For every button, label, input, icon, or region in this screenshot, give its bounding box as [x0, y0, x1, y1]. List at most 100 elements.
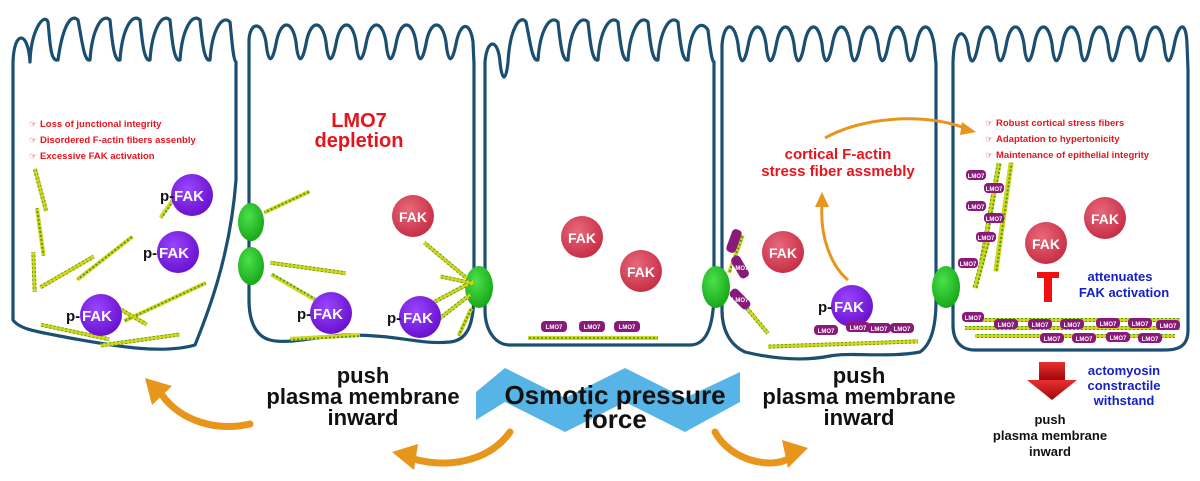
- push-mid-line-3: inward: [824, 405, 895, 430]
- svg-text:LMO7: LMO7: [871, 327, 888, 333]
- lmo7-protein: LMO7: [1040, 333, 1064, 343]
- svg-text:LMO7: LMO7: [1032, 323, 1049, 329]
- svg-text:LMO7: LMO7: [1110, 336, 1127, 342]
- actomyosin-line-3: withstand: [1093, 393, 1155, 408]
- fak-circle: [1084, 197, 1126, 239]
- pfak-prefix: p-: [143, 245, 157, 262]
- svg-text:LMO7: LMO7: [818, 329, 835, 335]
- svg-text:LMO7: LMO7: [1076, 337, 1093, 343]
- lmo7-protein: LMO7: [541, 321, 567, 332]
- cell-2-fak: FAK: [392, 195, 434, 237]
- fak-label: FAK: [399, 209, 427, 225]
- lmo7-protein: LMO7: [966, 201, 986, 211]
- svg-text:LMO7: LMO7: [965, 316, 982, 322]
- fak-label: FAK: [568, 230, 596, 246]
- curved-up-arrow: [820, 204, 849, 282]
- push-mid-line-1: push: [833, 363, 886, 388]
- mid-right-curved-arrow: [711, 428, 794, 467]
- lmo7-protein: LMO7: [729, 288, 751, 310]
- svg-text:LMO7: LMO7: [968, 174, 985, 180]
- svg-text:LMO7: LMO7: [986, 187, 1003, 193]
- curved-up-arrow-head: [815, 192, 829, 207]
- lmo7-protein: LMO7: [1156, 320, 1180, 330]
- mid-right-curved-arrow-head: [782, 440, 808, 468]
- fak-circle: [620, 250, 662, 292]
- pfak-circle: [171, 174, 213, 216]
- actomyosin-line-2: constractile: [1088, 378, 1161, 393]
- cell-1-pfak-1: p- FAK: [160, 174, 213, 216]
- cell-3-cortical-actin: [528, 336, 658, 340]
- lmo7-protein: LMO7: [1028, 319, 1052, 329]
- push-right-line-1: push: [1034, 412, 1065, 427]
- cell-5-outline: [951, 25, 1190, 352]
- fak-circle: [1025, 222, 1067, 264]
- cell-5-fak-2: FAK: [1025, 222, 1067, 264]
- lmo7-protein: LMO7: [579, 321, 605, 332]
- cell-1-outline: [11, 16, 238, 351]
- pfak-circle: [831, 285, 873, 327]
- svg-text:LMO7: LMO7: [978, 236, 995, 242]
- svg-text:LMO7: LMO7: [998, 323, 1015, 329]
- cell-1-notes: Loss of junctional integrity Disordered …: [29, 119, 196, 162]
- cell-4-title-line-1: cortical F-actin: [785, 146, 892, 163]
- hand-pointer-icon: ☞: [985, 118, 993, 128]
- svg-text:LMO7: LMO7: [619, 325, 636, 331]
- push-mid-line-2: plasma membrane: [762, 384, 955, 409]
- svg-text:LMO7: LMO7: [1142, 337, 1159, 343]
- lmo7-protein: LMO7: [994, 319, 1018, 329]
- hand-pointer-icon: ☞: [985, 150, 993, 160]
- hand-pointer-icon: ☞: [29, 151, 37, 161]
- cell-5-lmo7-group: LMO7 LMO7 LMO7 LMO7 LMO7 LMO7 LMO7 LMO7 …: [958, 170, 1180, 343]
- svg-text:LMO7: LMO7: [960, 262, 977, 268]
- junction-left-bottom: [238, 247, 264, 285]
- lmo7-protein: LMO7: [846, 322, 870, 332]
- cell-3-junction-right: [702, 266, 730, 308]
- inhibition-icon: [1037, 272, 1059, 302]
- attenuates-line-2: FAK activation: [1079, 285, 1169, 300]
- lmo7-protein: LMO7: [1128, 318, 1152, 328]
- svg-text:LMO7: LMO7: [1160, 324, 1177, 330]
- pfak-prefix: p-: [387, 310, 401, 327]
- pfak-label: FAK: [403, 310, 433, 327]
- cell-4-pfak: p- FAK: [818, 285, 873, 327]
- lmo7-protein: LMO7: [814, 325, 838, 335]
- fak-label: FAK: [627, 264, 655, 280]
- cell-5-note-3: Maintenance of epithelial integrity: [996, 150, 1150, 161]
- cell-1-note-3: Excessive FAK activation: [40, 151, 155, 162]
- fak-label: FAK: [769, 245, 797, 261]
- pfak-prefix: p-: [818, 299, 832, 316]
- cell-4-lmo7-group: LMO7 LMO7 LMO7 LMO7 LMO7 LMO7: [726, 229, 914, 335]
- lmo7-protein: LMO7: [1106, 332, 1130, 342]
- top-curved-arrow: [824, 117, 966, 140]
- hand-pointer-icon: ☞: [29, 119, 37, 129]
- pfak-label: FAK: [174, 188, 204, 205]
- cell-4-outline: [720, 25, 938, 361]
- cell-2-title-line-2: depletion: [315, 130, 404, 152]
- svg-text:LMO7: LMO7: [1100, 322, 1117, 328]
- fak-circle: [392, 195, 434, 237]
- cell-2-pfak-1: p- FAK: [297, 292, 352, 334]
- push-left-line-3: inward: [328, 405, 399, 430]
- lmo7-protein: [726, 229, 742, 253]
- lmo7-protein: LMO7: [966, 170, 986, 180]
- cell-3-fak-2: FAK: [620, 250, 662, 292]
- cell-2-outline: [247, 23, 476, 345]
- left-curved-arrow: [158, 391, 254, 430]
- cell-1-pfak-3: p- FAK: [66, 294, 122, 336]
- cell-5-note-1: Robust cortical stress fibers: [996, 118, 1124, 129]
- lmo7-protein: LMO7: [1060, 319, 1084, 329]
- lmo7-protein: LMO7: [984, 213, 1004, 223]
- cell-4-title-line-2: stress fiber assmebly: [761, 163, 915, 180]
- svg-text:LMO7: LMO7: [732, 298, 749, 304]
- cell-1-note-2: Disordered F-actin fibers assenbly: [40, 135, 196, 146]
- lmo7-protein: LMO7: [1072, 333, 1096, 343]
- svg-text:LMO7: LMO7: [1132, 322, 1149, 328]
- cell-2-pfak-2: p- FAK: [387, 296, 441, 338]
- hand-pointer-icon: ☞: [985, 134, 993, 144]
- push-left-line-1: push: [337, 363, 390, 388]
- lmo7-protein: LMO7: [984, 183, 1004, 193]
- red-down-arrow: [1027, 362, 1077, 400]
- cell-3-fak-1: FAK: [561, 216, 603, 258]
- osmotic-line-2: force: [583, 404, 647, 434]
